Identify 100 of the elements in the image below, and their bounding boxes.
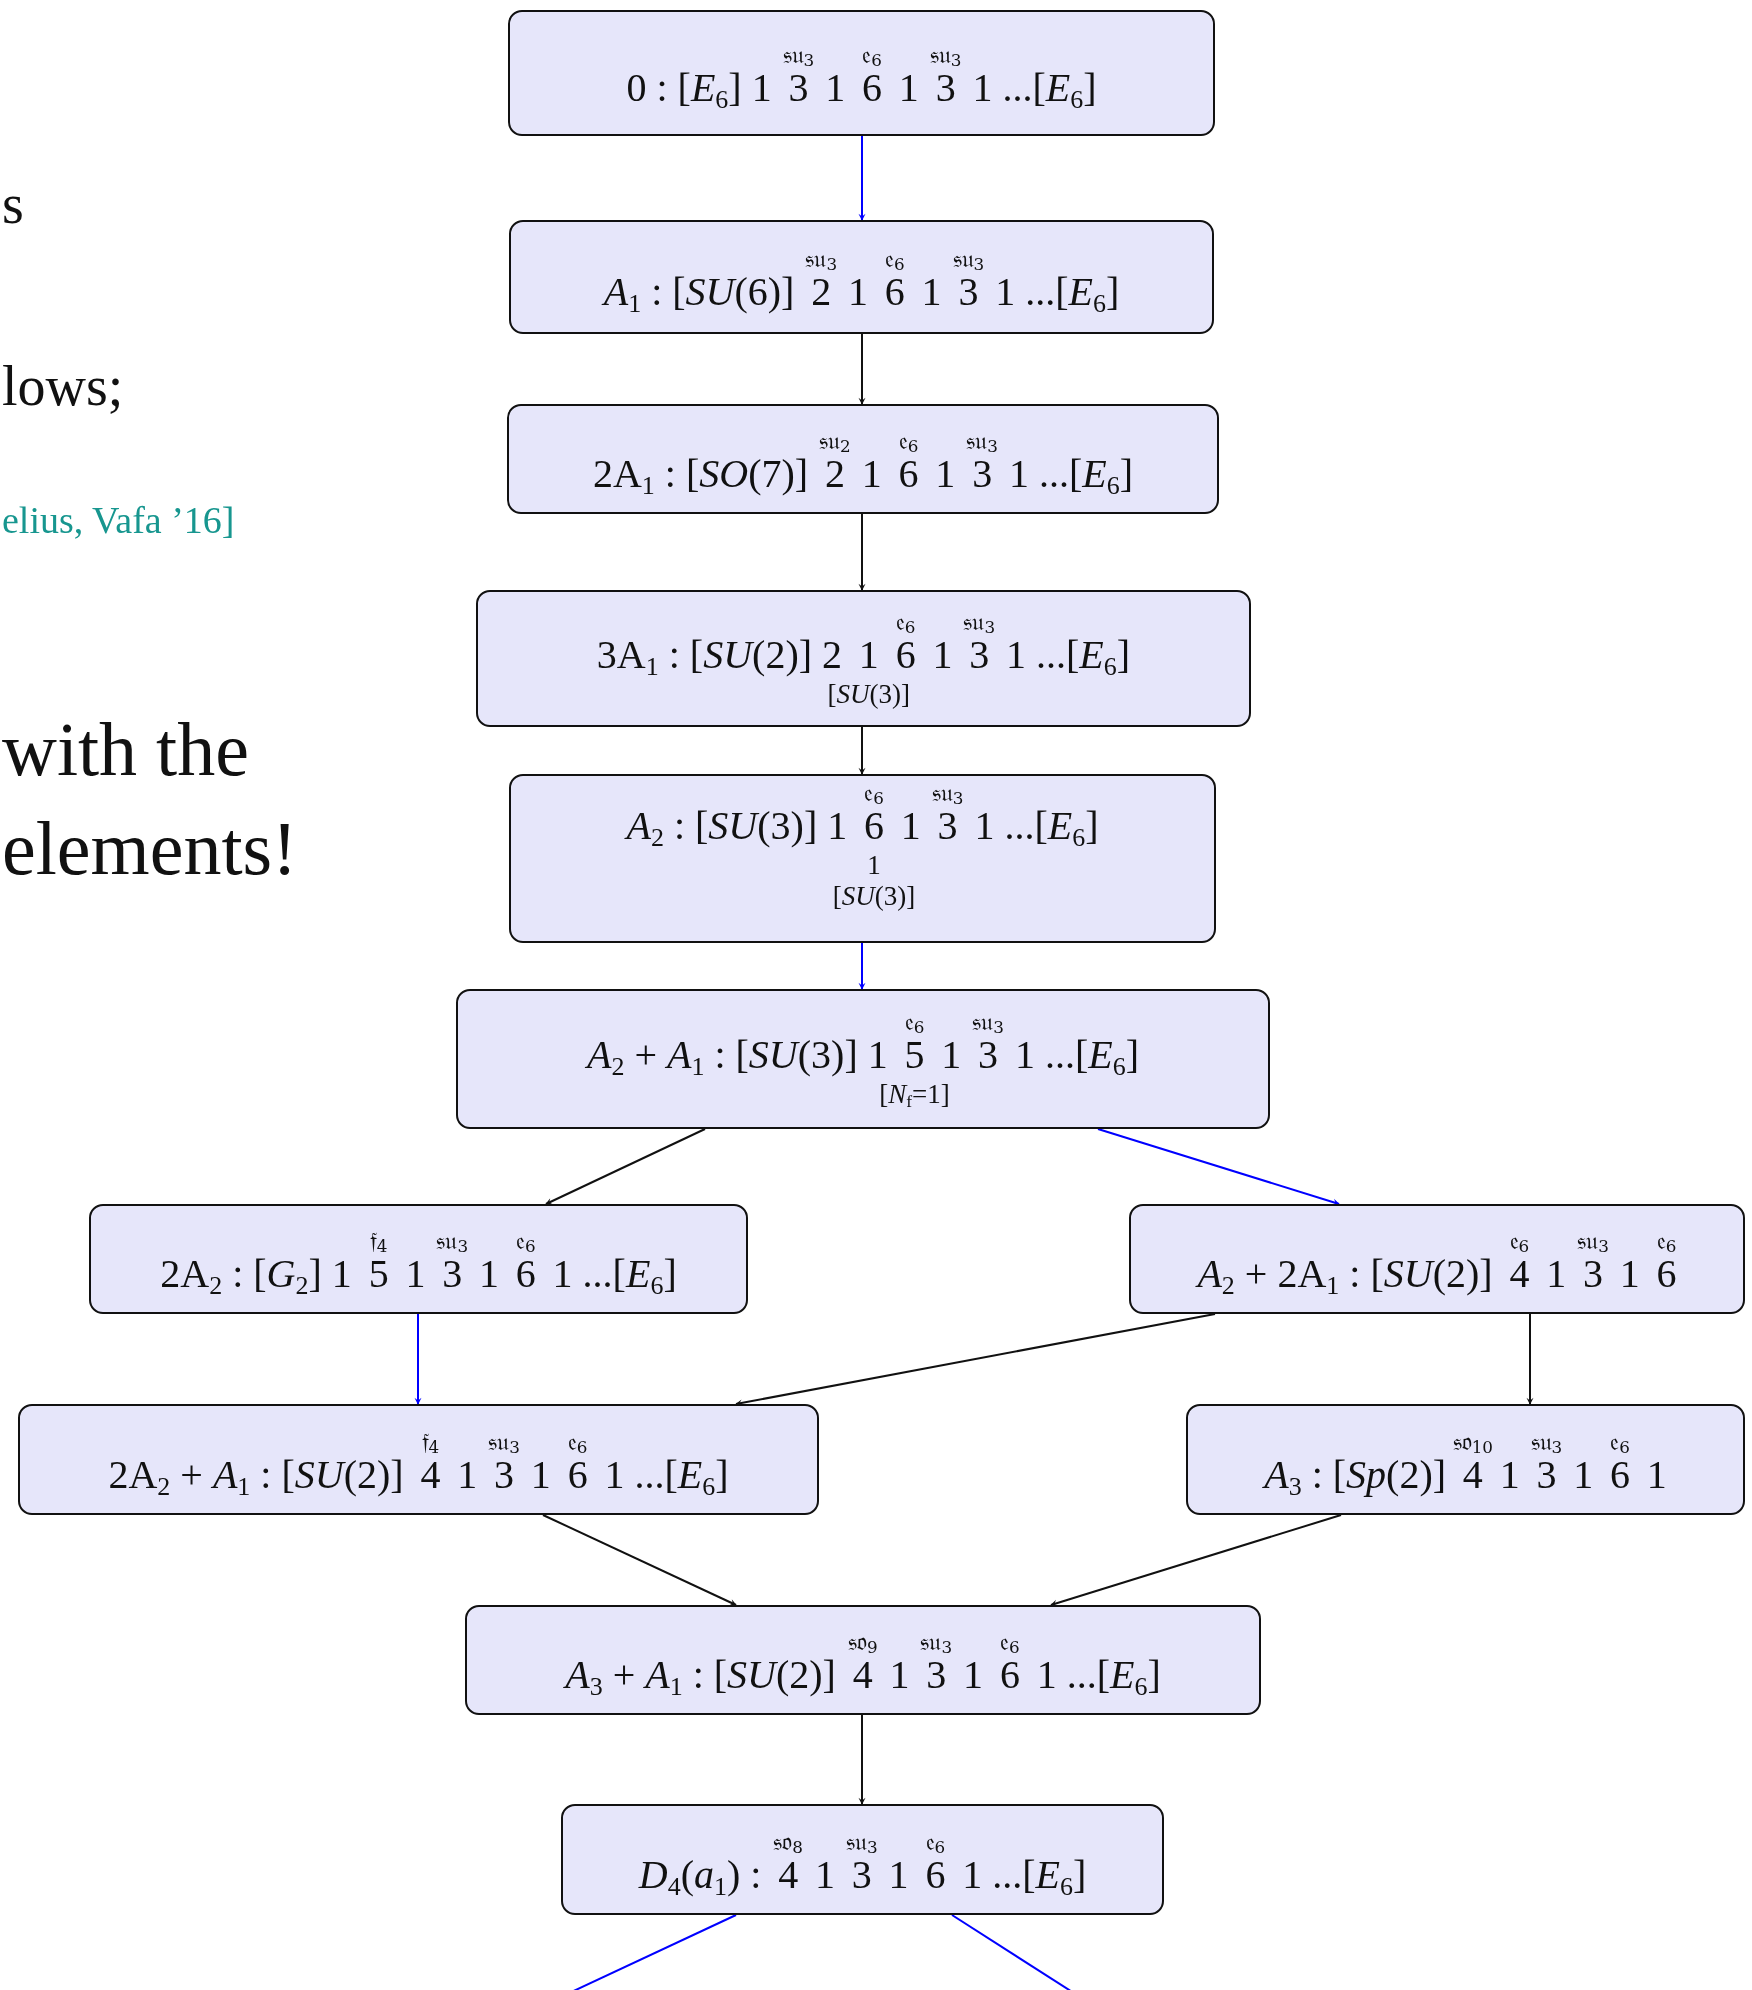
algebra-label: 𝔢$_{6}$ <box>925 1829 946 1854</box>
formula-text: 6 <box>1610 1454 1630 1495</box>
formula-text: 5 <box>904 1035 925 1075</box>
arrow <box>545 1128 706 1205</box>
quiver-box <box>476 590 1251 727</box>
algebra-label: 𝔰𝔲$_{3}$ <box>929 43 962 67</box>
formula-text: 3 <box>926 1655 947 1695</box>
formula-text: 1 <box>921 272 942 312</box>
formula-text: 1 ...[E$_{6}$] <box>972 68 1097 108</box>
formula-text: A$_{3}$ + A$_{1}$ : [SU(2)] <box>565 1655 836 1695</box>
formula-text: 1 ...[E$_{6}$] <box>1036 1655 1161 1695</box>
quiver-box <box>508 10 1215 136</box>
quiver-box <box>456 989 1270 1129</box>
algebra-label: 𝔰𝔬$_{8}$ <box>773 1829 804 1854</box>
slide-text: lows; <box>2 354 125 419</box>
formula-text: 6 <box>567 1454 588 1495</box>
formula-text: 2A$_{1}$ : [SO(7)] <box>592 454 809 494</box>
formula-text: 3 <box>978 1035 999 1075</box>
formula-text: A$_{2}$ + A$_{1}$ : [SU(3)] 1 <box>587 1035 888 1075</box>
quiver-box <box>507 404 1219 514</box>
algebra-label: 𝔢$_{6}$ <box>1610 1429 1630 1454</box>
formula-text: 1 <box>530 1454 551 1495</box>
formula-text: 1 <box>932 634 953 675</box>
algebra-label: 𝔰𝔲$_{3}$ <box>782 43 815 67</box>
algebra-label: 𝔰𝔲$_{3}$ <box>931 780 964 805</box>
formula-text: 1 <box>888 1854 909 1895</box>
formula-text: 6 <box>862 68 883 108</box>
formula-text: 4 <box>1509 1254 1530 1294</box>
formula-text: 4 <box>852 1655 873 1695</box>
arrow <box>1526 1313 1534 1405</box>
algebra-label: 𝔰𝔲$_{3}$ <box>920 1630 953 1654</box>
arrow <box>735 1313 1216 1407</box>
formula-text: 1 <box>457 1454 478 1495</box>
formula-text: 2 <box>811 272 832 312</box>
formula-text: 3A$_{1}$ : [SU(2)] 2 <box>596 634 843 675</box>
formula-text: 4 <box>1462 1454 1483 1495</box>
formula-text: A$_{1}$ : [SU(6)] <box>603 272 795 312</box>
formula-text: 1 <box>858 634 879 675</box>
slide-text: with the elements! <box>2 706 299 892</box>
formula-text: 1 <box>479 1254 499 1294</box>
flavor-label: [SU(3)] <box>827 678 911 710</box>
formula-text: 1 <box>815 1854 835 1895</box>
algebra-label: 𝔰𝔲$_{3}$ <box>952 247 985 271</box>
formula-text: 3 <box>851 1854 872 1895</box>
algebra-label: 𝔰𝔬$_{9}$ <box>847 1630 878 1654</box>
formula-text: 2A$_{2}$ : [G$_{2}$] 1 <box>160 1254 352 1294</box>
formula-text: 6 <box>898 454 919 494</box>
algebra-label: 𝔢$_{6}$ <box>904 1010 925 1034</box>
formula-text: 1 ...[E$_{6}$] <box>552 1254 677 1294</box>
formula-text: 1 ...[E$_{6}$] <box>604 1454 729 1495</box>
quiver-box <box>465 1605 1261 1715</box>
algebra-label: 𝔰𝔲$_{3}$ <box>972 1010 1004 1034</box>
arrow <box>1097 1128 1340 1206</box>
formula-text: 1 <box>1499 1454 1520 1495</box>
arrow <box>858 333 866 405</box>
formula-text: 4 <box>778 1854 799 1895</box>
formula-text: 3 <box>788 68 809 108</box>
arrow <box>858 513 866 591</box>
formula-text: 0 : [E$_{6}$] 1 <box>626 68 772 108</box>
quiver-box <box>1129 1204 1745 1314</box>
algebra-label: 𝔰𝔲$_{2}$ <box>819 429 851 453</box>
formula-text: 1 <box>935 454 956 494</box>
algebra-label: 𝔣$_{4}$ <box>369 1229 388 1253</box>
formula-text: 2A$_{2}$ + A$_{1}$ : [SU(2)] <box>108 1454 404 1495</box>
quiver-box <box>509 774 1216 943</box>
formula-text: 1 <box>861 454 882 494</box>
algebra-label: 𝔰𝔲$_{3}$ <box>805 247 838 271</box>
algebra-label: 𝔰𝔲$_{3}$ <box>1577 1229 1609 1253</box>
quiver-box <box>18 1404 819 1515</box>
formula-text: 3 <box>972 454 993 494</box>
algebra-label: 𝔢$_{6}$ <box>1656 1229 1677 1253</box>
formula-text: 5 <box>368 1254 389 1294</box>
formula-text: A$_{2}$ + 2A$_{1}$ : [SU(2)] <box>1197 1254 1493 1294</box>
formula-text: 1 <box>1573 1454 1594 1495</box>
algebra-label: 𝔰𝔲$_{3}$ <box>966 429 998 453</box>
formula-text: A$_{3}$ : [Sp(2)] <box>1264 1454 1447 1495</box>
algebra-label: 𝔰𝔲$_{3}$ <box>845 1829 878 1854</box>
formula-text: 1 ...[E$_{6}$] <box>962 1854 1087 1895</box>
formula-text: 1 <box>848 272 868 312</box>
algebra-label: 𝔰𝔲$_{3}$ <box>436 1229 469 1253</box>
formula-text: 1 <box>405 1254 426 1294</box>
algebra-label: 𝔢$_{6}$ <box>895 609 916 634</box>
slide-text: elius, Vafa ’16] <box>2 498 236 543</box>
arrow <box>414 1313 422 1405</box>
algebra-label: 𝔢$_{6}$ <box>864 780 884 805</box>
formula-text: 1 <box>889 1655 910 1695</box>
algebra-label: 𝔰𝔲$_{3}$ <box>488 1429 520 1454</box>
quiver-box <box>561 1804 1164 1915</box>
flavor-label: 1 <box>867 849 881 881</box>
slide-text: s <box>2 172 25 237</box>
algebra-label: 𝔢$_{6}$ <box>1000 1630 1020 1654</box>
formula-text: 1 ...[E$_{6}$] <box>974 805 1099 846</box>
formula-text: 4 <box>420 1454 441 1495</box>
formula-text: 3 <box>969 634 990 675</box>
formula-text: 1 <box>963 1655 984 1695</box>
arrow <box>858 1714 866 1805</box>
formula-text: 6 <box>925 1854 946 1895</box>
formula-text: 1 <box>1546 1254 1567 1294</box>
algebra-label: 𝔢$_{6}$ <box>898 429 919 453</box>
arrow <box>858 726 866 775</box>
